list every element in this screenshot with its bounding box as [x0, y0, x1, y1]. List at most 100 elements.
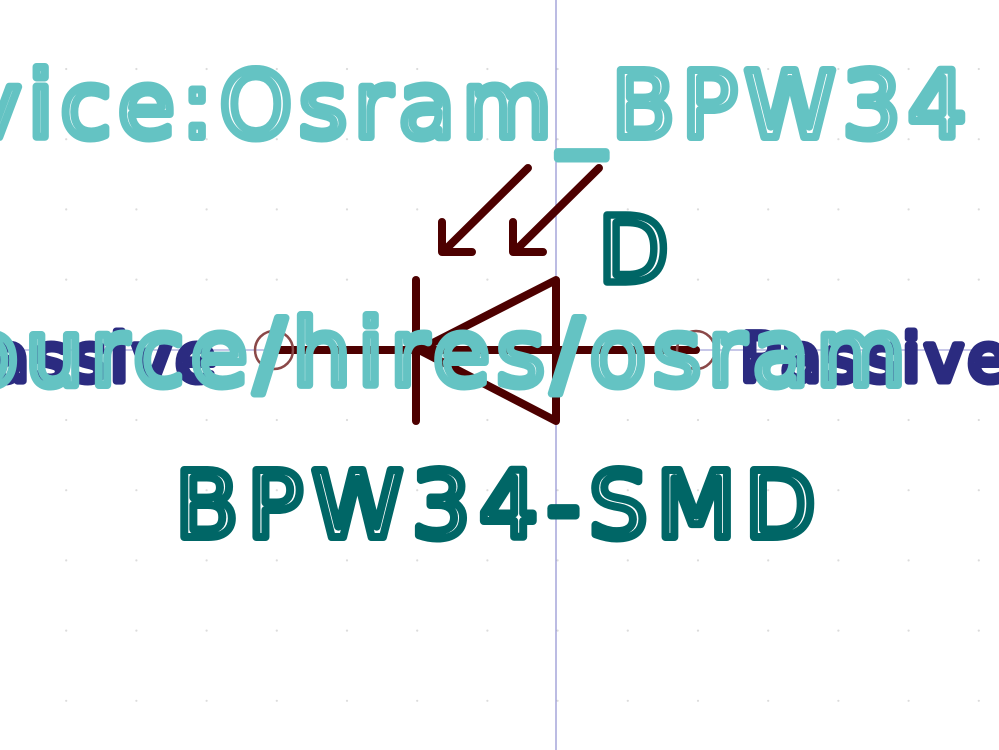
grid-dot [135, 278, 138, 281]
grid-dot [486, 559, 489, 562]
grid-dot [696, 699, 700, 702]
grid-dot [556, 489, 559, 492]
grid-dot [626, 208, 629, 211]
grid-dot [977, 559, 980, 562]
grid-dot [416, 67, 419, 71]
grid-dot [837, 67, 840, 71]
grid-dot [977, 278, 980, 281]
grid-dot [626, 559, 629, 562]
grid-dot [486, 67, 489, 71]
grid-dot [486, 138, 489, 141]
grid-dot [907, 699, 910, 702]
grid-dot [837, 418, 840, 422]
grid-dot [556, 629, 559, 632]
grid-dot [345, 699, 349, 702]
light-arrow-icon [438, 164, 532, 256]
grid-dot [416, 699, 419, 702]
grid-dot [486, 629, 489, 632]
grid-dot [486, 418, 489, 422]
symbol-library-id[interactable]: Device:Osram_BPW34 [0, 48, 973, 163]
grid-dot [767, 629, 770, 632]
grid-dot [696, 418, 700, 422]
grid-dot [65, 699, 68, 702]
grid-dot [205, 629, 208, 632]
grid-dot [626, 489, 629, 492]
symbol-datasheet[interactable]: source/hires/osram [0, 296, 913, 411]
grid-dot [345, 208, 349, 211]
grid-dot [345, 418, 349, 422]
grid-dot [275, 629, 278, 632]
grid-dot [416, 489, 419, 492]
symbol-reference[interactable]: D [594, 193, 672, 308]
grid-dot [135, 559, 138, 562]
grid-dot [907, 489, 910, 492]
grid-dot [907, 418, 910, 422]
grid-dot [977, 67, 980, 71]
grid-dot [135, 208, 138, 211]
grid-dot [767, 208, 770, 211]
grid-dot [556, 67, 559, 71]
grid-dot [837, 278, 840, 281]
grid-dot [416, 208, 419, 211]
grid-dot [696, 278, 700, 281]
grid-dot [626, 67, 629, 71]
grid-dot [977, 489, 980, 492]
grid-dot [626, 138, 629, 141]
grid-dot [907, 138, 910, 141]
grid-dot [345, 559, 349, 562]
grid-dot [907, 559, 910, 562]
grid-dot [977, 418, 980, 422]
grid-dot [696, 67, 700, 71]
grid-dot [275, 699, 278, 702]
grid-dot [486, 489, 489, 492]
pin-type-label-right: Passive [740, 320, 999, 397]
grid-dot [907, 67, 910, 71]
grid-dot [135, 418, 138, 422]
grid-dot [65, 138, 68, 141]
grid-dot [135, 67, 138, 71]
grid-dot [65, 559, 68, 562]
grid-dot [486, 699, 489, 702]
grid-dot [837, 489, 840, 492]
grid-dot [345, 489, 349, 492]
grid-dot [135, 699, 138, 702]
grid-dot [345, 138, 349, 141]
pin-connection-circle-right[interactable] [675, 329, 717, 371]
grid-dot [275, 138, 278, 141]
symbol-value[interactable]: BPW34-SMD [171, 448, 824, 563]
grid-dot [65, 418, 68, 422]
grid-dot [205, 138, 208, 141]
grid-dot [696, 138, 700, 141]
grid-dot [977, 629, 980, 632]
grid-dot [626, 629, 629, 632]
grid-dot [767, 559, 770, 562]
grid-dot [205, 67, 208, 71]
photodiode-symbol[interactable] [272, 164, 700, 425]
grid-dot [65, 629, 68, 632]
grid-dot [626, 278, 629, 281]
grid-dot [696, 559, 700, 562]
grid-dot [767, 489, 770, 492]
grid-dot [275, 278, 278, 281]
grid-dot [977, 138, 980, 141]
grid-dot [837, 559, 840, 562]
grid-dot [696, 208, 700, 211]
grid-dot [65, 208, 68, 211]
grid-dot [275, 489, 278, 492]
grid-dot [416, 629, 419, 632]
grid-dot [205, 418, 208, 422]
grid-dot [416, 559, 419, 562]
grid-dot [345, 67, 349, 71]
grid-dot [345, 278, 349, 281]
grid-dot [205, 699, 208, 702]
grid-dot [837, 138, 840, 141]
grid-dot [626, 418, 629, 422]
pin-connection-circle-left[interactable] [253, 329, 295, 371]
grid-dot [135, 138, 138, 141]
grid-dot [65, 489, 68, 492]
grid-dot [837, 629, 840, 632]
grid-dot [275, 418, 278, 422]
grid-dot [696, 629, 700, 632]
grid-dot [907, 629, 910, 632]
